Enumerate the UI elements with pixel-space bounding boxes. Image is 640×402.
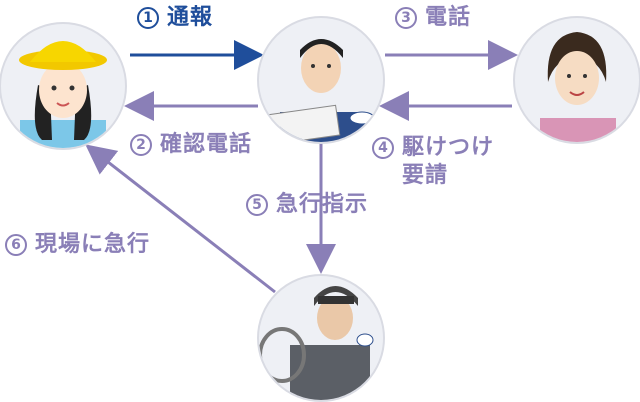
step-1-number: 1 [137, 7, 159, 29]
guard-avatar-icon [257, 274, 385, 402]
step-3: 3 電話 [395, 5, 471, 31]
step-4-label-line2: 要請 [402, 163, 449, 188]
step-6: 6 現場に急行 [5, 232, 150, 258]
step-2-label: 確認電話 [160, 132, 253, 157]
step-6-number: 6 [5, 234, 27, 256]
child-avatar-icon [0, 22, 127, 150]
step-1-label: 通報 [167, 5, 214, 30]
step-5-number: 5 [246, 194, 268, 216]
step-1: 1 通報 [137, 5, 213, 31]
step-5-label: 急行指示 [276, 192, 369, 217]
operator-avatar-icon [257, 16, 385, 144]
step-3-number: 3 [395, 7, 417, 29]
step-4-number: 4 [372, 137, 394, 159]
step-3-label: 電話 [425, 5, 472, 30]
woman-avatar-icon [513, 16, 640, 144]
step-4: 4 駆けつけ 要請 [372, 134, 494, 190]
step-5: 5 急行指示 [246, 192, 368, 218]
arrow-6-rush-to-site [85, 144, 276, 294]
step-4-label-line1: 駆けつけ [402, 135, 495, 160]
step-2: 2 確認電話 [130, 132, 252, 158]
step-2-number: 2 [130, 134, 152, 156]
step-6-label: 現場に急行 [35, 232, 151, 257]
